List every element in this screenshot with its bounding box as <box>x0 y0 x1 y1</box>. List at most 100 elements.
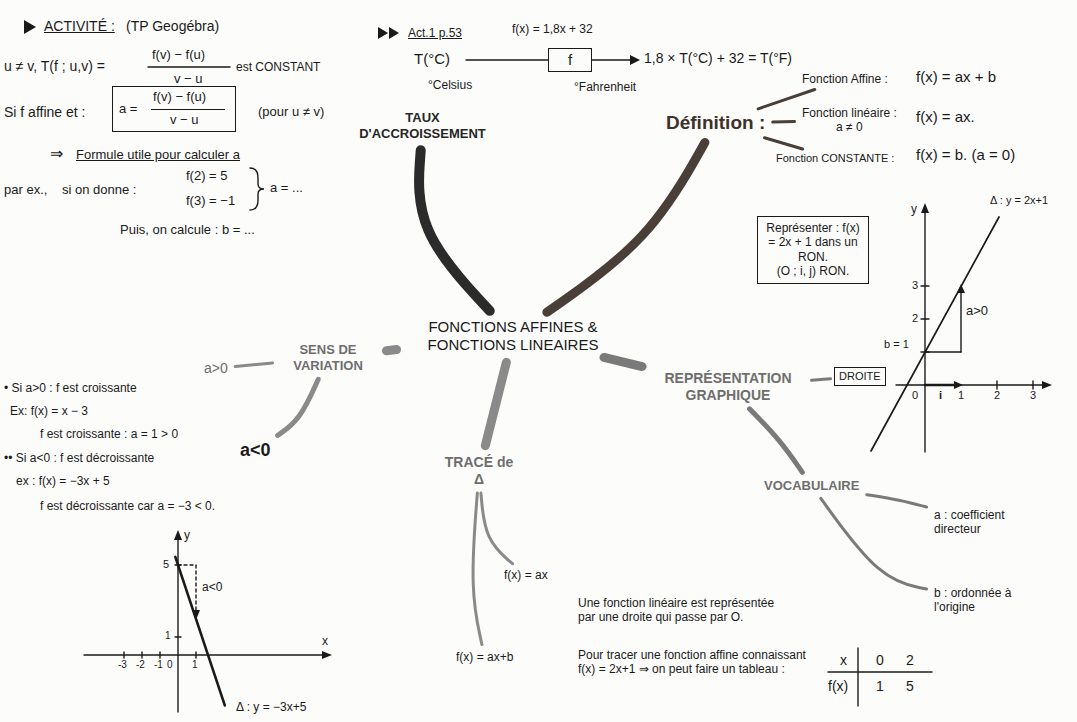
brace <box>250 168 264 210</box>
node-text: a = <box>119 101 137 117</box>
node-text: f(v) − f(u) <box>153 89 206 105</box>
node-text: Fonction Affine : <box>802 72 888 86</box>
node-text: f <box>549 51 591 69</box>
branch-connector <box>481 493 513 564</box>
note-text: f(3) = −1 <box>186 193 235 209</box>
note-text: Puis, on calcule : b = ... <box>120 222 255 238</box>
tick-label: 1 <box>958 389 964 402</box>
formula-text: u ≠ v, T(f ; u,v) = <box>4 58 105 75</box>
note-text: Pour tracer une fonction affine connaiss… <box>578 648 818 677</box>
note-text: f est croissante : a = 1 > 0 <box>40 427 178 441</box>
graph-axes <box>84 538 324 712</box>
node-text: FONCTIONS AFFINES & FONCTIONS LINEAIRES <box>407 318 619 354</box>
node-text: a<0 <box>240 440 271 462</box>
branch-connector <box>235 363 272 367</box>
note-text: • Si a>0 : f est croissante <box>4 381 137 395</box>
slope-step <box>925 351 961 352</box>
function-box: f <box>548 48 592 72</box>
note-text: •• Si a<0 : f est décroissante <box>4 451 154 465</box>
graph-line <box>175 557 225 706</box>
sub-branch-label: a<0 <box>236 438 275 464</box>
node-text: f(x) = ax <box>504 568 548 582</box>
bullet-triangle <box>24 20 36 34</box>
line-equation: Δ : y = −3x+5 <box>236 700 306 714</box>
node-text: Définition : <box>666 112 765 135</box>
sub-branch-label: a : coefficient directeur <box>930 506 1040 539</box>
reference-note: Act.1 p.53 <box>408 26 462 40</box>
slope-step <box>195 565 196 612</box>
node-text: VOCABULAIRE <box>764 478 859 494</box>
slope-step <box>178 564 196 565</box>
branch-connector <box>547 142 705 312</box>
table-cell: x <box>840 652 847 669</box>
node-text: b : ordonnée à l'origine <box>934 586 1036 615</box>
tick-label: 3 <box>912 279 918 292</box>
fraction-bar <box>148 66 230 67</box>
fraction-numerator: f(v) − f(u) <box>152 47 205 63</box>
tick-label: 2 <box>912 312 918 325</box>
sub-branch-label: f(x) = ax+b <box>452 648 517 666</box>
tick-label: 0 <box>167 659 173 671</box>
branch-connector <box>821 498 927 589</box>
node-text: a>0 <box>204 360 228 377</box>
sub-branch-label: f(x) = ax <box>500 566 552 584</box>
node-text: v − u <box>170 112 199 128</box>
note-box: Représenter : f(x) = 2x + 1 dans un RON.… <box>757 216 869 284</box>
definition-formula: f(x) = ax. <box>916 108 975 126</box>
fraction-denominator: v − u <box>174 71 203 87</box>
note-text: (TP Geogébra) <box>126 18 219 35</box>
note-text: si on donne : <box>62 182 136 198</box>
tick-label: 2 <box>994 389 1000 402</box>
note-text: Ex: f(x) = x − 3 <box>10 404 88 418</box>
graph-line <box>871 217 999 451</box>
axis-label: y <box>911 202 917 216</box>
table-cell: 2 <box>906 652 914 669</box>
axis-label: x <box>322 634 328 648</box>
branch-connector <box>604 357 642 366</box>
tick-label: 3 <box>1030 389 1036 402</box>
node-text: (O ; i, j) RON. <box>764 264 862 278</box>
node-text: Fonction CONSTANTE : <box>776 152 894 165</box>
table-rule <box>828 671 932 672</box>
central-topic: FONCTIONS AFFINES & FONCTIONS LINEAIRES <box>403 316 623 356</box>
branch-label: VOCABULAIRE <box>760 476 863 496</box>
flow-line <box>466 59 548 60</box>
note-text: °Celsius <box>428 78 472 92</box>
node-text: DROITE <box>839 370 881 383</box>
bullet-triangle <box>389 27 399 39</box>
axis-label: y <box>184 528 190 542</box>
branch-connector <box>386 350 396 351</box>
branch-connector <box>473 493 482 644</box>
node-text: TAUX D'ACCROISSEMENT <box>344 110 501 141</box>
node-text: REPRÉSENTATION GRAPHIQUE <box>652 370 804 404</box>
sub-branch-label: Fonction linéaire :a ≠ 0 <box>798 104 901 137</box>
sub-branch-label: a>0 <box>200 358 232 379</box>
branch-label: REPRÉSENTATION GRAPHIQUE <box>648 368 808 406</box>
branch-connector <box>758 90 815 109</box>
activity-heading: ACTIVITÉ : <box>44 18 115 35</box>
branch-connector <box>750 409 803 472</box>
slope-note: a<0 <box>202 580 222 594</box>
branch-connector <box>773 120 795 123</box>
note-text: 1,8 × T(°C) + 32 = T(°F) <box>644 50 792 67</box>
tick-label: 5 <box>163 558 169 571</box>
tick-label: -1 <box>154 659 163 671</box>
graph-axes <box>896 210 1046 452</box>
node-text: SENS DE VARIATION <box>280 342 376 373</box>
node-text: Fonction linéaire : <box>802 106 897 120</box>
sub-branch-label: Fonction CONSTANTE : <box>772 150 898 167</box>
note-text: f(2) = 5 <box>186 168 228 184</box>
branch-connector <box>867 495 927 507</box>
table-cell: f(x) <box>828 678 848 695</box>
branch-connector <box>278 379 319 435</box>
definition-formula: f(x) = b. (a = 0) <box>916 146 1015 164</box>
sub-branch-label: Fonction Affine : <box>798 70 892 88</box>
tick-label: 0 <box>912 389 918 402</box>
tick-label: b = 1 <box>884 338 909 351</box>
branch-label: SENS DE VARIATION <box>276 340 380 375</box>
node-text: Représenter : f(x) = 2x + 1 dans un RON. <box>764 221 862 264</box>
branch-connector <box>419 150 490 311</box>
tick-label: 1 <box>192 659 198 671</box>
node-text: a ≠ 0 <box>802 120 897 134</box>
